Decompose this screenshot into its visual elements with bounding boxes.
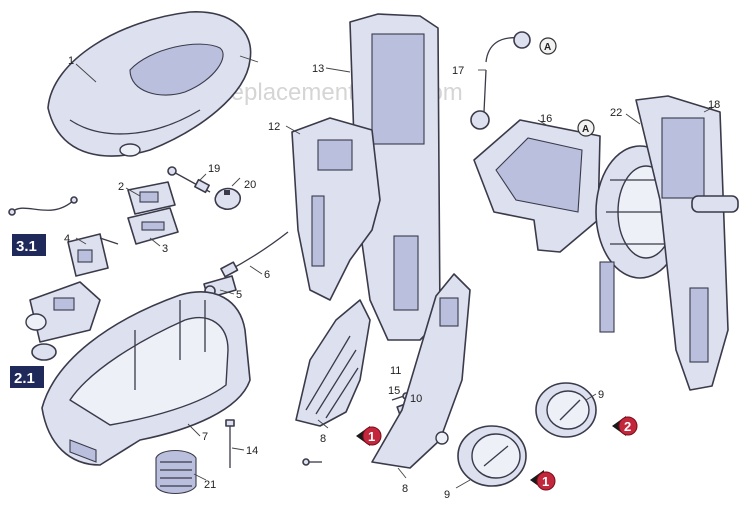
reference-a-reel: A [577,119,595,137]
callout-22: 22 [610,107,622,119]
part-14-pin[interactable] [225,419,235,468]
part-1-hood-cover[interactable] [47,11,252,157]
marker-2[interactable]: 2 [612,416,638,436]
callout-10: 10 [410,393,422,405]
part-19-pin[interactable] [167,166,211,194]
callout-7: 7 [202,431,208,443]
callout-8-right: 8 [402,483,408,495]
callout-6: 6 [264,269,270,281]
reference-a-top-text: A [544,42,551,53]
kit-label-3-1-text: 3.1 [16,238,37,255]
callout-11: 11 [390,365,401,377]
part-3-bracket[interactable] [127,207,179,245]
part-12-handle[interactable] [291,117,381,301]
marker-1-right-text: 1 [542,474,549,489]
kit-label-2-1-text: 2.1 [14,370,35,387]
reference-a-top: A [539,37,557,55]
callout-1: 1 [68,55,74,67]
part-13-frame[interactable] [349,13,441,341]
callout-9-front: 9 [444,489,450,501]
callout-16: 16 [540,113,552,125]
callout-labels: 1 2 3 4 5 6 7 8 8 9 9 10 11 12 13 14 15 … [64,55,720,501]
part-4-switch[interactable] [67,233,119,277]
marker-1-left[interactable]: 1 [356,426,382,446]
part-7-base-housing[interactable] [41,291,251,466]
part-6-hose[interactable] [220,231,289,278]
callout-8-left: 8 [320,433,326,445]
marker-1-left-text: 1 [368,429,375,444]
part-2-bracket[interactable] [127,181,176,215]
part-20-knob[interactable] [214,187,241,211]
callout-13: 13 [312,63,324,75]
part-18-frame-right[interactable] [599,95,739,391]
part-21-filter[interactable] [155,449,197,495]
callout-9-rear: 9 [598,389,604,401]
part-9-wheel-rear[interactable] [535,382,597,438]
part-17-hose-connector[interactable] [470,31,531,130]
callout-20: 20 [244,179,256,191]
leader-lines [75,55,717,489]
callout-5: 5 [236,289,242,301]
part-8-screw-bottom[interactable] [302,458,322,466]
callout-3: 3 [162,243,168,255]
kit-label-3-1[interactable]: 3.1 [12,234,46,256]
callout-21: 21 [204,479,216,491]
callout-19: 19 [208,163,220,175]
part-8-side-panel-right[interactable] [371,273,471,469]
part-8-side-panel-left[interactable] [295,299,371,427]
callout-12: 12 [268,121,280,133]
part-9-wheel-front[interactable] [457,425,527,487]
callout-15: 15 [388,385,400,397]
callout-4: 4 [64,233,70,245]
callout-14: 14 [246,445,258,457]
kit-3-1-cable[interactable] [8,196,78,216]
marker-1-right[interactable]: 1 [530,470,556,491]
marker-2-text: 2 [624,419,631,434]
callout-2: 2 [118,181,124,193]
callout-17: 17 [452,65,464,77]
kit-2-1-pump-head[interactable] [25,281,101,361]
reference-a-reel-text: A [582,124,589,135]
kit-label-2-1[interactable]: 2.1 [10,366,44,388]
part-16-hose-reel-cradle[interactable] [473,119,601,253]
callout-18: 18 [708,99,720,111]
